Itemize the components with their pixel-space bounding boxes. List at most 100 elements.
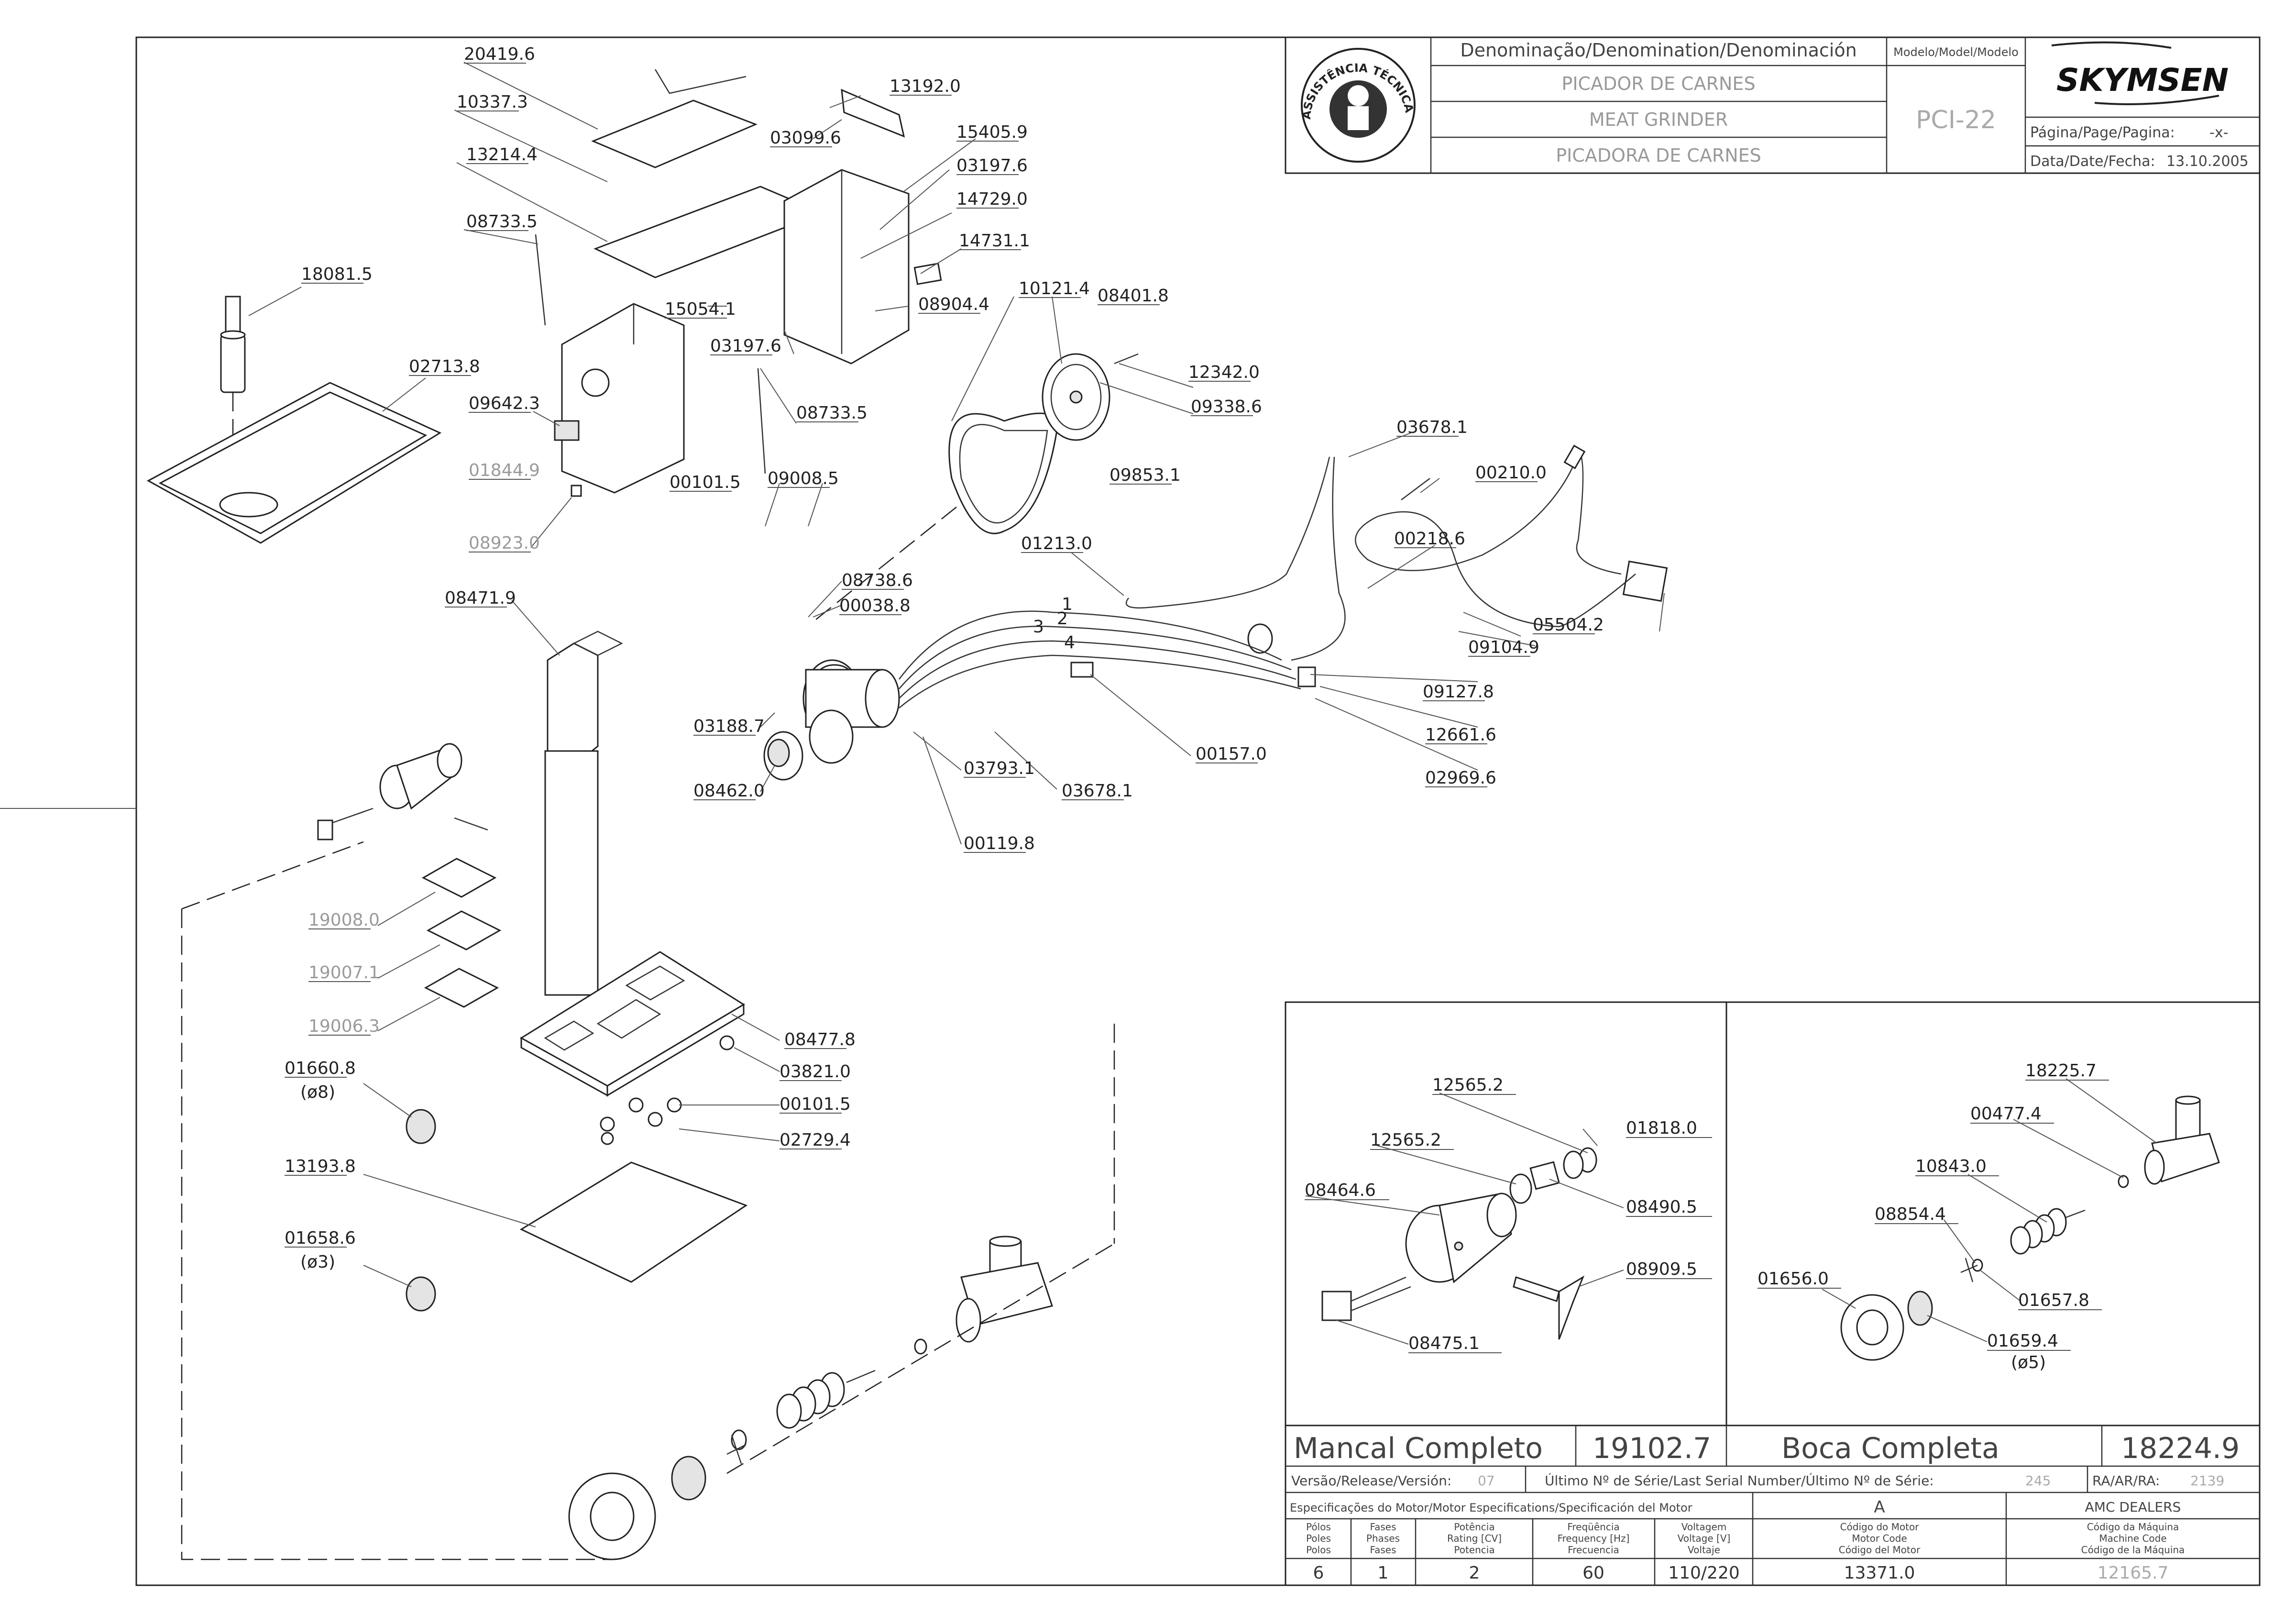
- drive-belt: [948, 412, 1058, 534]
- leader-lines: [248, 62, 1665, 1287]
- label: 02729.4: [780, 1130, 851, 1150]
- spec-value: 12165.7: [2098, 1563, 2169, 1583]
- label: 15054.1: [665, 299, 736, 319]
- label: 09853.1: [1110, 465, 1181, 485]
- bearing-housing: [1405, 1193, 1517, 1283]
- label: 08464.6: [1305, 1181, 1376, 1200]
- label: 13193.8: [285, 1157, 356, 1176]
- label: 05504.2: [1533, 615, 1604, 635]
- ring-nut: [568, 1472, 656, 1560]
- page-label: Página/Page/Pagina:: [2030, 124, 2175, 141]
- label: 09008.5: [768, 469, 839, 488]
- spec-value: 1: [1378, 1563, 1389, 1583]
- shaft-end: [1321, 1291, 1352, 1321]
- drawing-frame: [135, 36, 2261, 1586]
- spec-value: 60: [1582, 1563, 1604, 1583]
- seal-text: ASSISTÊNCIA TÉCNICA AUTORIZADA: [0, 0, 1417, 120]
- spec-header: Fases: [1370, 1544, 1396, 1556]
- feed-tray: [146, 382, 442, 544]
- spec-header: Rating [CV]: [1447, 1533, 1502, 1544]
- spec-header: Machine Code: [2099, 1533, 2166, 1544]
- name-es: PICADORA DE CARNES: [1556, 145, 1761, 166]
- skymsen-logo: SKYMSEN: [2051, 41, 2229, 105]
- dealer: AMC DEALERS: [2085, 1499, 2181, 1515]
- motor-spec-table: PólosPolesPolos6FasesPhasesFases1Potênci…: [1306, 1521, 2185, 1583]
- label: 08490.5: [1626, 1197, 1697, 1217]
- page-value: -x-: [2209, 124, 2228, 141]
- label: 19006.3: [308, 1016, 380, 1036]
- label: (ø3): [300, 1252, 335, 1272]
- label: 14729.0: [956, 189, 1028, 209]
- spec-header: Voltaje: [1688, 1544, 1720, 1556]
- label: 00210.0: [1475, 463, 1547, 483]
- label: 01213.0: [1021, 534, 1092, 553]
- boca-panel: 18225.7 00477.4 10843.0 08854.4 01657.8 …: [1725, 1001, 2261, 1426]
- date-label: Data/Date/Fecha:: [2030, 153, 2155, 170]
- wire-number: 4: [1064, 633, 1075, 652]
- label: 01658.6: [285, 1228, 356, 1248]
- label: 08471.9: [445, 588, 516, 608]
- spec-header: Potencia: [1454, 1544, 1494, 1556]
- version-value: 07: [1478, 1473, 1495, 1489]
- boca-title: Boca Completa: [1781, 1432, 1999, 1465]
- base-plate: [520, 951, 745, 1097]
- label: 00038.8: [839, 596, 911, 616]
- spec-header: Poles: [1306, 1533, 1331, 1544]
- label: 08477.8: [784, 1030, 856, 1050]
- label: 08904.4: [918, 295, 989, 314]
- ra-label: RA/AR/RA:: [2092, 1473, 2160, 1489]
- label: 19008.0: [308, 910, 380, 930]
- spec-header: Código do Motor: [1840, 1521, 1920, 1533]
- label: 03821.0: [780, 1062, 851, 1082]
- boca-feed-screw: [2010, 1208, 2086, 1255]
- motor-spec-label: Especificações do Motor/Motor Especifica…: [1290, 1501, 1692, 1514]
- label: 03197.6: [710, 336, 781, 356]
- spec-value: 2: [1469, 1563, 1480, 1583]
- label: 02969.6: [1425, 768, 1496, 788]
- mancal-panel: 12565.2 01818.0 12565.2 08490.5 08464.6 …: [1285, 1001, 1727, 1426]
- spec-header: Voltagem: [1681, 1521, 1727, 1533]
- label: 08733.5: [466, 212, 538, 232]
- label: 12565.2: [1370, 1130, 1441, 1150]
- spec-header: Frecuencia: [1568, 1544, 1619, 1556]
- wire-number: 3: [1033, 617, 1044, 637]
- label: 08475.1: [1408, 1334, 1480, 1353]
- main-frame: [544, 630, 623, 996]
- feed-pusher: [220, 296, 246, 393]
- label: 09642.3: [469, 394, 540, 413]
- label: 01818.0: [1626, 1118, 1697, 1138]
- spec-header: Frequency [Hz]: [1558, 1533, 1630, 1544]
- label: 08923.0: [469, 533, 540, 553]
- label: 09338.6: [1191, 397, 1262, 417]
- label: 00101.5: [780, 1094, 851, 1114]
- brand-name: SKYMSEN: [2056, 62, 2229, 99]
- front-bearing: [379, 743, 462, 810]
- spec-header: Pólos: [1306, 1521, 1331, 1533]
- plate-3mm: [406, 1276, 436, 1312]
- label: 00157.0: [1196, 744, 1267, 764]
- label: 09104.9: [1468, 638, 1539, 657]
- serial-label: Último Nº de Série/Last Serial Number/Úl…: [1545, 1472, 1934, 1489]
- large-pulley: [1042, 353, 1110, 441]
- label: 01659.4: [1987, 1331, 2058, 1351]
- label: 12565.2: [1432, 1075, 1504, 1095]
- label: 08738.6: [842, 571, 913, 590]
- label: (ø8): [300, 1083, 335, 1102]
- label: 08462.0: [693, 781, 765, 801]
- bottom-block: Mancal Completo 19102.7 Boca Completa 18…: [1285, 1425, 2261, 1586]
- front-housing: [561, 303, 685, 494]
- label: 09127.8: [1423, 682, 1494, 702]
- rev-letter: A: [1874, 1498, 1885, 1517]
- feed-screw: [776, 1370, 876, 1429]
- spec-header: Motor Code: [1852, 1533, 1907, 1544]
- label: 18225.7: [2025, 1061, 2097, 1081]
- main-parts: [146, 69, 1668, 1560]
- label: 12342.0: [1188, 363, 1260, 382]
- label: 10121.4: [1019, 279, 1090, 298]
- label: 03099.6: [770, 128, 841, 148]
- title-block: ASSISTÊNCIA TÉCNICA AUTORIZADA Denominaç…: [0, 0, 2261, 174]
- grinder-body: [2144, 1095, 2220, 1185]
- label: 13214.4: [466, 145, 538, 165]
- label: 00119.8: [964, 834, 1035, 853]
